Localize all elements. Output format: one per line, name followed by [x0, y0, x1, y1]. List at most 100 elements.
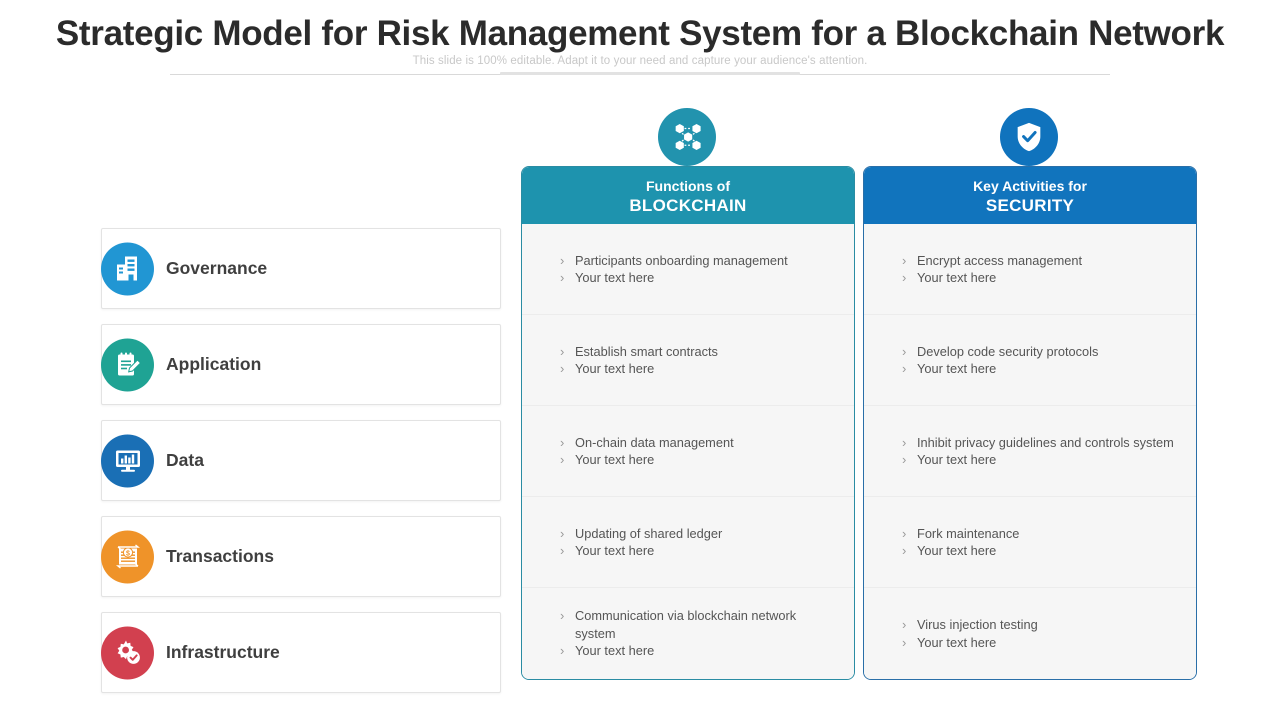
chevron-right-icon: › [560, 270, 565, 285]
sidebar-item-infrastructure[interactable]: Infrastructure [101, 612, 501, 693]
bullet-text: Communication via blockchain network sys… [575, 608, 797, 641]
chevron-right-icon: › [560, 543, 565, 558]
column-row[interactable]: › Inhibit privacy guidelines and controls… [864, 406, 1196, 497]
bullet-text: Your text here [575, 361, 655, 376]
bullet-text: On-chain data management [575, 434, 734, 450]
bullet-text: Your text here [917, 270, 997, 285]
chevron-right-icon: › [902, 270, 907, 285]
chevron-right-icon: › [902, 343, 907, 359]
bullet-item: › Your text here [902, 542, 1182, 560]
column-row[interactable]: › Develop code security protocols › Your te… [864, 315, 1196, 406]
bullet-item: ›Fork maintenance [902, 525, 1182, 543]
chevron-right-icon: › [560, 608, 565, 624]
sidebar-item-label: Data [166, 450, 204, 470]
chevron-right-icon: › [560, 361, 565, 376]
column-row[interactable]: ›Fork maintenance› Your text here [864, 497, 1196, 588]
bullet-text: Your text here [575, 452, 655, 467]
bullet-text: Encrypt access management [917, 252, 1083, 268]
monitor-chart-icon [101, 434, 154, 487]
column-row[interactable]: › Virus injection testing › Your text here [864, 588, 1196, 679]
bullet-text: Inhibit privacy guidelines and controls … [917, 434, 1174, 450]
notepad-pencil-icon [101, 338, 154, 391]
bullet-text: Updating of shared ledger [575, 525, 723, 541]
ledger-money-icon: $ [101, 530, 154, 583]
chevron-right-icon: › [560, 643, 565, 659]
gear-check-icon [101, 626, 154, 679]
page-title: Strategic Model for Risk Management Syst… [55, 14, 1225, 53]
column-header-line2: BLOCKCHAIN [629, 195, 747, 215]
bullet-item: › Your text here [560, 360, 840, 378]
sidebar-item-application[interactable]: Application [101, 324, 501, 405]
column-row[interactable]: › Encrypt access management › Your text her… [864, 224, 1196, 315]
column-header-line1: Key Activities for [973, 177, 1087, 194]
column-row[interactable]: › Establish smart contracts › Your text her… [522, 315, 854, 406]
bullet-item: › Your text here [902, 451, 1182, 469]
column-body-blockchain: › Participants onboarding management › Your… [522, 224, 854, 679]
bullet-item: › Your text here [560, 451, 840, 469]
bullet-text: Establish smart contracts [575, 343, 718, 359]
bullet-item: › Your text here [902, 269, 1182, 287]
bullet-item: › Communication via blockchain network sy… [560, 607, 840, 642]
column-row[interactable]: › Participants onboarding management › Your… [522, 224, 854, 315]
bullet-item: › Establish smart contracts [560, 343, 840, 361]
chevron-right-icon: › [560, 525, 565, 541]
sidebar-item-data[interactable]: Data [101, 420, 501, 501]
sidebar-item-label: Application [166, 354, 262, 374]
bullet-text: Participants onboarding management [575, 252, 788, 268]
bullet-text: Your text here [917, 634, 997, 650]
title-divider-accent [500, 72, 800, 75]
chevron-right-icon: › [902, 252, 907, 268]
chevron-right-icon: › [560, 452, 565, 467]
sidebar-item-label: Transactions [166, 546, 274, 566]
column-header-line1: Functions of [646, 177, 730, 194]
column-row[interactable]: › On-chain data management › Your text here [522, 406, 854, 497]
bullet-text: Your text here [917, 452, 997, 467]
chevron-right-icon: › [902, 543, 907, 558]
bullet-item: › Your text here [902, 634, 1182, 652]
svg-text:$: $ [126, 551, 130, 558]
bullet-text: Your text here [917, 361, 997, 376]
bullet-item: › Develop code security protocols [902, 343, 1182, 361]
shield-check-icon [1000, 108, 1058, 166]
bullet-item: › Participants onboarding management [560, 252, 840, 270]
sidebar-item-governance[interactable]: Governance [101, 228, 501, 309]
title-block: Strategic Model for Risk Management Syst… [0, 0, 1280, 95]
bullet-item: › On-chain data management [560, 434, 840, 452]
building-icon [101, 242, 154, 295]
bullet-item: › Encrypt access management [902, 252, 1182, 270]
bullet-item: › Inhibit privacy guidelines and controls… [902, 434, 1182, 452]
bullet-item: › Updating of shared ledger [560, 525, 840, 543]
column-row[interactable]: › Communication via blockchain network sy… [522, 588, 854, 679]
bullet-item: › Your text here [560, 642, 840, 660]
bullet-item: › Your text here [902, 360, 1182, 378]
chevron-right-icon: › [902, 452, 907, 467]
blockchain-nodes-icon [658, 108, 716, 166]
chevron-right-icon: › [902, 434, 907, 450]
chevron-right-icon: › [560, 252, 565, 268]
chevron-right-icon: › [902, 525, 907, 541]
chevron-right-icon: › [902, 617, 907, 632]
column-row[interactable]: › Updating of shared ledger › Your text her… [522, 497, 854, 588]
bullet-text: Develop code security protocols [917, 343, 1099, 359]
page-subtitle: This slide is 100% editable. Adapt it to… [412, 55, 868, 67]
chevron-right-icon: › [902, 361, 907, 376]
bullet-item: › Your text here [560, 542, 840, 560]
sidebar-item-transactions[interactable]: $ Transactions [101, 516, 501, 597]
column-body-security: › Encrypt access management › Your text her… [864, 224, 1196, 679]
chevron-right-icon: › [560, 434, 565, 450]
bullet-text: Your text here [575, 543, 655, 558]
bullet-text: Your text here [575, 643, 655, 659]
bullet-text: Your text here [575, 270, 655, 285]
bullet-text: Your text here [917, 543, 997, 558]
sidebar-item-label: Infrastructure [166, 642, 280, 662]
column-header-line2: SECURITY [985, 195, 1075, 215]
chevron-right-icon: › [560, 343, 565, 359]
bullet-item: › Your text here [560, 269, 840, 287]
bullet-text: Virus injection testing [917, 617, 1038, 632]
chevron-right-icon: › [902, 634, 907, 650]
